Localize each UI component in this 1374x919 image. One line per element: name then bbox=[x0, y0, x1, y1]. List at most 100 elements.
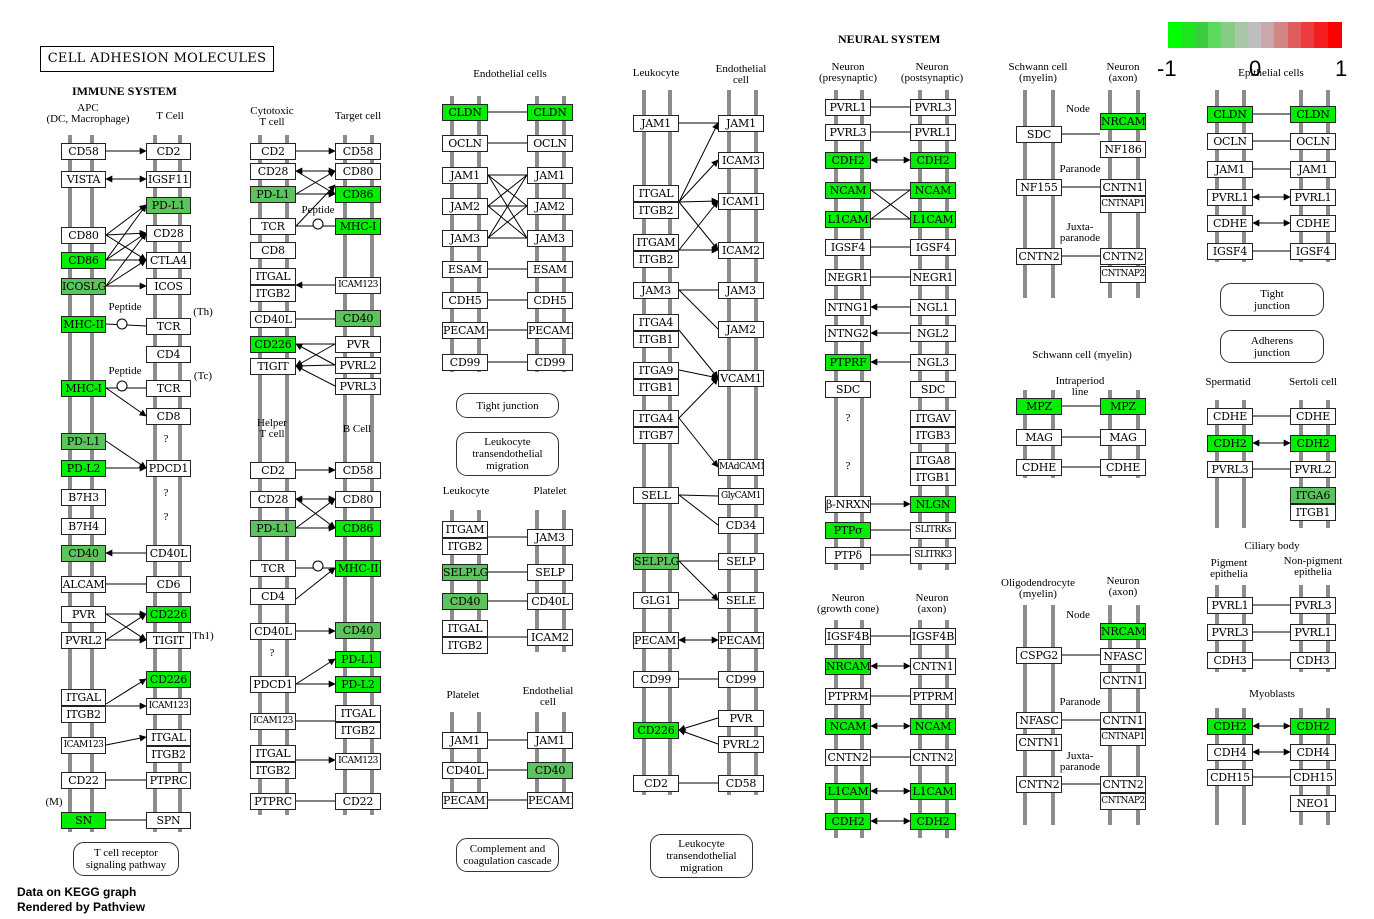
gene-node-nrcam[interactable]: NRCAM bbox=[1100, 113, 1146, 130]
gene-node-sn[interactable]: SN bbox=[61, 812, 106, 829]
gene-node-itgb2[interactable]: ITGB2 bbox=[442, 637, 488, 654]
gene-node-slitrk3[interactable]: SLITRK3 bbox=[910, 547, 956, 564]
gene-node-cntn1[interactable]: CNTN1 bbox=[1016, 734, 1062, 751]
gene-node-itgb2[interactable]: ITGB2 bbox=[250, 762, 296, 779]
gene-node-ncam[interactable]: NCAM bbox=[910, 182, 956, 199]
gene-node-glg1[interactable]: GLG1 bbox=[633, 592, 679, 609]
gene-node-l1cam[interactable]: L1CAM bbox=[910, 783, 956, 800]
gene-node-cntn2[interactable]: CNTN2 bbox=[910, 749, 956, 766]
gene-node-ptprm[interactable]: PTPRM bbox=[910, 688, 956, 705]
gene-node-nfasc[interactable]: NFASC bbox=[1016, 712, 1062, 729]
gene-node-cd86[interactable]: CD86 bbox=[335, 520, 381, 537]
gene-node-cd86[interactable]: CD86 bbox=[61, 252, 106, 269]
gene-node-selplg[interactable]: SELPLG bbox=[633, 553, 679, 570]
gene-node-cntn1[interactable]: CNTN1 bbox=[1100, 179, 1146, 196]
gene-node-jam3[interactable]: JAM3 bbox=[527, 230, 573, 247]
gene-node-cd2[interactable]: CD2 bbox=[146, 143, 191, 160]
gene-node-cdh2[interactable]: CDH2 bbox=[1290, 718, 1336, 735]
gene-node-pvrl1[interactable]: PVRL1 bbox=[1290, 624, 1336, 641]
gene-node-ocln[interactable]: OCLN bbox=[527, 135, 573, 152]
gene-node-tcr[interactable]: TCR bbox=[250, 218, 296, 235]
gene-node-nlgn[interactable]: NLGN bbox=[910, 496, 956, 513]
gene-node-cd40l[interactable]: CD40L bbox=[442, 762, 488, 779]
gene-node-cd99[interactable]: CD99 bbox=[527, 354, 573, 371]
gene-node-pd-l1[interactable]: PD-L1 bbox=[146, 197, 191, 214]
gene-node-cd80[interactable]: CD80 bbox=[335, 163, 381, 180]
gene-node-cd2[interactable]: CD2 bbox=[633, 775, 679, 792]
gene-node-icam123[interactable]: ICAM123 bbox=[335, 753, 381, 770]
gene-node-pvrl3[interactable]: PVRL3 bbox=[1290, 597, 1336, 614]
gene-node-ptprc[interactable]: PTPRC bbox=[250, 793, 296, 810]
gene-node-ncam[interactable]: NCAM bbox=[825, 718, 871, 735]
gene-node-icam123[interactable]: ICAM123 bbox=[146, 698, 191, 715]
gene-node-cdh4[interactable]: CDH4 bbox=[1207, 744, 1253, 761]
gene-node-cdhe[interactable]: CDHE bbox=[1290, 408, 1336, 425]
gene-node-cntnap1[interactable]: CNTNAP1 bbox=[1100, 196, 1146, 213]
gene-node-jam1[interactable]: JAM1 bbox=[1290, 161, 1336, 178]
gene-node-ngl3[interactable]: NGL3 bbox=[910, 354, 956, 371]
gene-node-itgb1[interactable]: ITGB1 bbox=[633, 379, 679, 396]
gene-node-cd28[interactable]: CD28 bbox=[146, 225, 191, 242]
gene-node-glycam1[interactable]: GlyCAM1 bbox=[718, 488, 764, 505]
gene-node-sdc[interactable]: SDC bbox=[1016, 126, 1062, 143]
gene-node-cntn2[interactable]: CNTN2 bbox=[1016, 776, 1062, 793]
gene-node-cdh2[interactable]: CDH2 bbox=[825, 152, 871, 169]
gene-node-ctla4[interactable]: CTLA4 bbox=[146, 252, 191, 269]
gene-node-b7h3[interactable]: B7H3 bbox=[61, 489, 106, 506]
gene-node-itgb2[interactable]: ITGB2 bbox=[633, 251, 679, 268]
gene-node-pd-l1[interactable]: PD-L1 bbox=[335, 651, 381, 668]
gene-node-sell[interactable]: SELL bbox=[633, 487, 679, 504]
gene-node-negr1[interactable]: NEGR1 bbox=[910, 269, 956, 286]
gene-node-cntn2[interactable]: CNTN2 bbox=[1100, 776, 1146, 793]
gene-node-spn[interactable]: SPN bbox=[146, 812, 191, 829]
gene-node-cdh2[interactable]: CDH2 bbox=[1207, 435, 1253, 452]
gene-node-cd58[interactable]: CD58 bbox=[61, 143, 106, 160]
gene-node-jam1[interactable]: JAM1 bbox=[442, 732, 488, 749]
gene-node-itgb2[interactable]: ITGB2 bbox=[146, 746, 191, 763]
gene-node-cd34[interactable]: CD34 bbox=[718, 517, 764, 534]
gene-node-cdh4[interactable]: CDH4 bbox=[1290, 744, 1336, 761]
gene-node-pecam1[interactable]: PECAM1 bbox=[527, 792, 573, 809]
gene-node-nrxn[interactable]: β-NRXN bbox=[825, 496, 871, 513]
gene-node-jam1[interactable]: JAM1 bbox=[718, 115, 764, 132]
gene-node-ptp[interactable]: PTPδ bbox=[825, 547, 871, 564]
gene-node-igsf4[interactable]: IGSF4 bbox=[910, 239, 956, 256]
gene-node-nrcam[interactable]: NRCAM bbox=[1100, 623, 1146, 640]
gene-node-pvrl2[interactable]: PVRL2 bbox=[718, 736, 764, 753]
gene-node-mhc-i[interactable]: MHC-I bbox=[61, 380, 106, 397]
gene-node-ocln[interactable]: OCLN bbox=[1207, 133, 1253, 150]
gene-node-itgal[interactable]: ITGAL bbox=[633, 185, 679, 202]
gene-node-cd22[interactable]: CD22 bbox=[61, 772, 106, 789]
gene-node-cd99[interactable]: CD99 bbox=[633, 671, 679, 688]
gene-node-selp[interactable]: SELP bbox=[718, 553, 764, 570]
gene-node-vcam1[interactable]: VCAM1 bbox=[718, 370, 764, 387]
gene-node-sele[interactable]: SELE bbox=[718, 592, 764, 609]
gene-node-itgal[interactable]: ITGAL bbox=[335, 705, 381, 722]
gene-node-itgb2[interactable]: ITGB2 bbox=[442, 538, 488, 555]
gene-node-ptprc[interactable]: PTPRC bbox=[146, 772, 191, 789]
gene-node-itgal[interactable]: ITGAL bbox=[61, 689, 106, 706]
gene-node-jam2[interactable]: JAM2 bbox=[442, 198, 488, 215]
pathway-link-tight-junction[interactable]: Tight junction bbox=[456, 393, 559, 418]
gene-node-igsf4b[interactable]: IGSF4B bbox=[825, 628, 871, 645]
gene-node-icam123[interactable]: ICAM123 bbox=[250, 713, 296, 730]
gene-node-cntn1[interactable]: CNTN1 bbox=[910, 658, 956, 675]
gene-node-cdh15[interactable]: CDH15 bbox=[1290, 769, 1336, 786]
gene-node-nf155[interactable]: NF155 bbox=[1016, 179, 1062, 196]
gene-node-cd40[interactable]: CD40 bbox=[335, 310, 381, 327]
gene-node-cntn1[interactable]: CNTN1 bbox=[1100, 712, 1146, 729]
gene-node-tigit[interactable]: TIGIT bbox=[146, 632, 191, 649]
gene-node-cd2[interactable]: CD2 bbox=[250, 143, 296, 160]
gene-node-cd226[interactable]: CD226 bbox=[146, 671, 191, 688]
gene-node-pd-l1[interactable]: PD-L1 bbox=[61, 433, 106, 450]
gene-node-cdh3[interactable]: CDH3 bbox=[1207, 652, 1253, 669]
gene-node-sdc[interactable]: SDC bbox=[910, 381, 956, 398]
gene-node-l1cam[interactable]: L1CAM bbox=[825, 783, 871, 800]
gene-node-ptprf[interactable]: PTPRF bbox=[825, 354, 871, 371]
gene-node-icos[interactable]: ICOS bbox=[146, 278, 191, 295]
gene-node-cntnap1[interactable]: CNTNAP1 bbox=[1100, 729, 1146, 746]
